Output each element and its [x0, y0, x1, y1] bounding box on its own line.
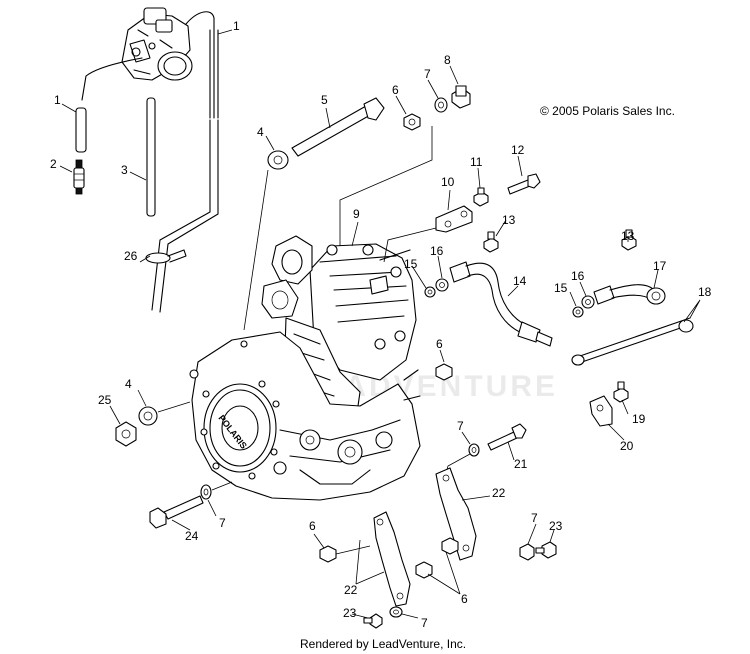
hose-bracket	[435, 205, 473, 233]
small-bolt	[473, 187, 489, 207]
flange-bolt	[451, 85, 471, 109]
sealing-washer	[435, 278, 449, 292]
bolt-small-right	[621, 229, 637, 251]
nut-right	[435, 363, 453, 381]
washer-large-left	[138, 406, 158, 426]
bolt-medium	[507, 173, 541, 195]
callout-13-left: 13	[502, 213, 516, 227]
copyright-notice: © 2005 Polaris Sales Inc.	[540, 104, 675, 118]
washer-lower	[389, 606, 403, 618]
washer-large	[267, 150, 289, 170]
callout-7-right: 7	[531, 511, 538, 525]
callout-4-top: 4	[257, 125, 264, 139]
callout-9: 9	[353, 207, 360, 221]
callout-24: 24	[185, 529, 199, 543]
short-hose	[75, 107, 87, 153]
callout-3: 3	[121, 163, 128, 177]
nut-lower-mid	[441, 537, 459, 555]
washer-lower-mid	[415, 561, 433, 579]
bolt-23-right	[535, 541, 557, 559]
bracket-bolt	[613, 381, 629, 403]
callout-7-mid: 7	[457, 419, 464, 433]
bolt-23-lower	[363, 613, 383, 629]
callout-13-right: 13	[621, 229, 635, 243]
callout-23-right: 23	[549, 519, 563, 533]
engine-mount-bracket-right	[435, 467, 477, 561]
callout-10: 10	[441, 175, 455, 189]
callout-7-bottom: 7	[421, 616, 428, 630]
callout-leaders	[59, 29, 701, 619]
callout-16-left: 16	[430, 244, 444, 258]
washer	[434, 97, 448, 113]
oil-line	[449, 261, 553, 347]
callout-1-short-hose: 1	[54, 93, 61, 107]
callout-22-left: 22	[344, 583, 358, 597]
callout-25: 25	[98, 393, 112, 407]
washer-far-right	[519, 543, 535, 561]
callout-14: 14	[513, 274, 527, 288]
callout-7-top: 7	[424, 67, 431, 81]
hose-clamp-small	[424, 286, 436, 298]
callout-16-right: 16	[571, 269, 585, 283]
callout-6-lower-left: 6	[309, 519, 316, 533]
callout-5: 5	[321, 93, 328, 107]
callout-2: 2	[50, 157, 57, 171]
callout-11: 11	[470, 155, 483, 169]
washer-lower-left	[200, 484, 212, 500]
inline-filter	[73, 159, 85, 195]
oil-line-return	[593, 284, 666, 305]
nut-lower-left	[319, 545, 337, 563]
vent-line	[571, 317, 694, 366]
engine-mount-bracket-left	[373, 511, 411, 607]
callout-21: 21	[514, 457, 528, 471]
hose-clamp	[145, 249, 187, 264]
flange-nut	[115, 421, 137, 447]
callout-23-bottom: 23	[343, 606, 357, 620]
bolt-lower	[149, 495, 204, 529]
washer-mid-right	[468, 443, 480, 457]
mount-bracket-small	[589, 395, 613, 427]
callout-4-left: 4	[125, 377, 132, 391]
hose-clamp-small-right	[572, 306, 584, 318]
callout-1-vent-hose: 1	[233, 19, 240, 33]
callout-labels: 1 1 2 3 4 4 5 6 6 6 6 7 7 7 7 7 8 9 10 1…	[50, 19, 712, 630]
bolt-21	[487, 423, 527, 451]
callout-15-left: 15	[404, 257, 418, 271]
callout-6-right: 6	[436, 337, 443, 351]
drain-hose	[146, 97, 156, 217]
bolt-small-left	[483, 231, 499, 253]
callout-7-lower-left: 7	[219, 516, 226, 530]
callout-17: 17	[653, 259, 667, 273]
callout-12: 12	[511, 143, 525, 157]
carburetor	[121, 7, 193, 81]
bolt-long	[291, 97, 385, 157]
nut	[403, 113, 421, 131]
callout-15-right: 15	[554, 281, 568, 295]
callout-6-lower-right: 6	[461, 592, 468, 606]
callout-8: 8	[444, 53, 451, 67]
callout-18: 18	[698, 285, 712, 299]
vent-hose	[185, 11, 215, 119]
callout-19: 19	[632, 412, 646, 426]
callout-26: 26	[124, 249, 138, 263]
engine-assembly: POLARIS	[189, 235, 421, 501]
sealing-washer-right	[581, 295, 595, 309]
callout-6-top: 6	[392, 83, 399, 97]
callout-22-right: 22	[492, 486, 506, 500]
callout-20: 20	[620, 439, 634, 453]
rendered-by-footer: Rendered by LeadVenture, Inc.	[300, 637, 467, 651]
